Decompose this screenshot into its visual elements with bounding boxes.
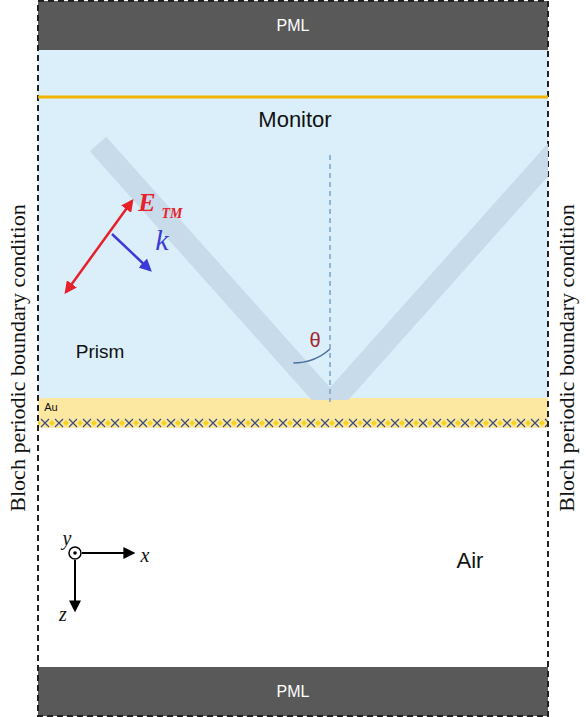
prism-region: Prism xyxy=(38,50,548,398)
axis-dot xyxy=(73,551,77,555)
field-subscript: TM xyxy=(162,207,183,221)
pml-region: PML xyxy=(38,667,548,716)
light-beam xyxy=(98,144,548,400)
axis-label: y xyxy=(63,528,72,548)
boundary-label: Bloch periodic boundary condition xyxy=(556,204,578,511)
gold-layer: Au xyxy=(38,398,548,416)
monitor-line xyxy=(38,96,548,99)
region-label: PML xyxy=(277,18,310,34)
wavevector-arrow xyxy=(112,234,150,270)
angle-symbol: θ xyxy=(309,330,320,350)
region-label: PML xyxy=(277,684,310,700)
pml-region: PML xyxy=(38,1,548,50)
region-label: Air xyxy=(457,550,484,572)
monitor-label: Monitor xyxy=(258,109,331,131)
normal-line xyxy=(329,155,331,402)
axis-label: x xyxy=(141,545,150,565)
angle-arc xyxy=(293,349,330,363)
air-region: Air xyxy=(38,430,548,667)
boundary-label: Bloch periodic boundary condition xyxy=(7,204,29,511)
axis-out-of-page xyxy=(69,547,81,559)
region-label: Prism xyxy=(76,342,125,361)
wavevector-symbol: k xyxy=(155,225,168,255)
region-label: Au xyxy=(44,402,57,413)
mesh-crosses xyxy=(38,416,548,430)
field-symbol: E xyxy=(138,190,155,216)
air-fill xyxy=(38,430,548,667)
x-axis xyxy=(82,552,133,554)
pml-fill xyxy=(38,667,548,716)
prism-fill xyxy=(38,50,548,398)
z-axis xyxy=(74,560,76,610)
pml-fill xyxy=(38,1,548,50)
field-arrow xyxy=(66,201,132,292)
axis-label: z xyxy=(59,604,67,624)
